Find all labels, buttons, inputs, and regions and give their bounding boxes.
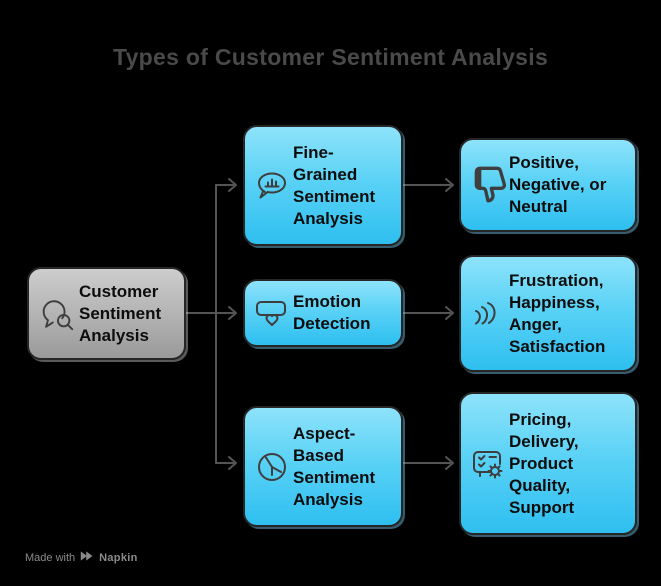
arrowhead-5	[445, 306, 454, 320]
made-with-label: Made with	[25, 551, 76, 564]
node-emotion-detection: Emotion Detection	[243, 279, 403, 347]
node-positive-negative-neutral: Positive, Negative, or Neutral	[459, 138, 637, 232]
node-label: Positive, Negative, or Neutral	[509, 153, 607, 216]
node-pricing-delivery-quality-support: Pricing, Delivery, Product Quality, Supp…	[459, 392, 637, 535]
node-frustration-happiness-anger-satisfaction: Frustration, Happiness, Anger, Satisfact…	[459, 255, 637, 372]
node-label: Emotion Detection	[293, 292, 371, 333]
node-label: Fine-Grained Sentiment Analysis	[293, 142, 376, 228]
node-aspect-based-sentiment-analysis: Aspect-Based Sentiment Analysis	[243, 406, 403, 527]
arrowhead-1	[228, 178, 237, 192]
node-label: Pricing, Delivery, Product Quality, Supp…	[509, 409, 579, 517]
node-label: Customer Sentiment Analysis	[79, 281, 162, 345]
arrowhead-4	[445, 178, 454, 192]
node-label: Frustration, Happiness, Anger, Satisfact…	[509, 270, 606, 356]
node-label: Aspect-Based Sentiment Analysis	[293, 423, 376, 509]
attribution: Made with Napkin	[25, 550, 138, 565]
message-heart-icon	[251, 294, 293, 332]
arrowhead-2	[228, 306, 237, 320]
napkin-brand-label: Napkin	[99, 551, 138, 564]
pie-chart-icon	[251, 448, 293, 486]
diagram-title: Types of Customer Sentiment Analysis	[112, 44, 549, 70]
arrowhead-6	[445, 456, 454, 470]
chat-search-icon	[35, 295, 79, 333]
node-customer-sentiment-analysis: Customer Sentiment Analysis	[27, 267, 186, 360]
bar-chart-bubble-icon	[251, 167, 293, 205]
emotion-waves-icon	[467, 294, 509, 334]
napkin-logo-icon	[80, 550, 94, 565]
arrowhead-3	[228, 456, 237, 470]
thumbs-down-icon	[467, 165, 509, 205]
checklist-gear-icon	[467, 444, 509, 484]
node-fine-grained-sentiment-analysis: Fine-Grained Sentiment Analysis	[243, 125, 403, 246]
